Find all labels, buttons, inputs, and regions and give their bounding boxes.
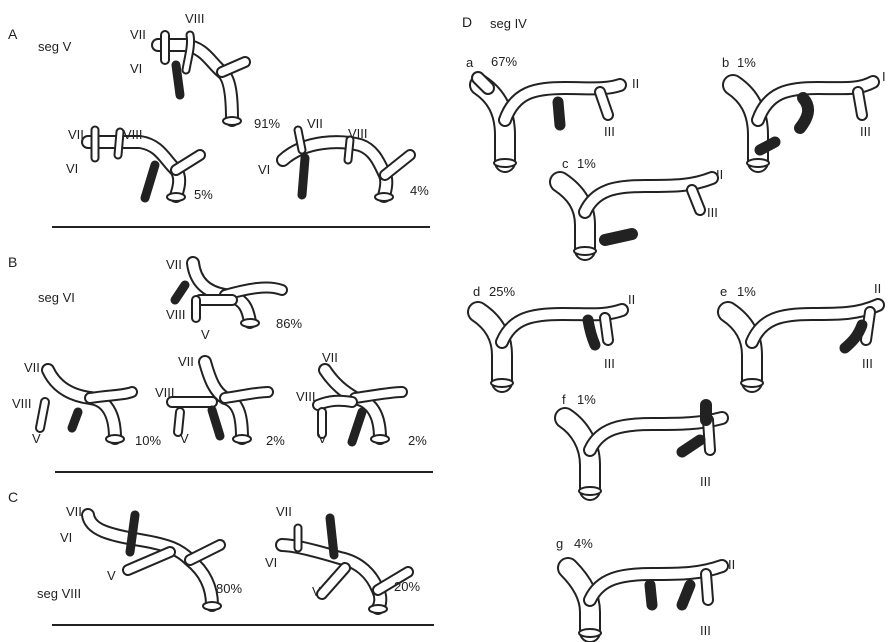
panel-a-letter: A	[8, 27, 17, 41]
d-g-iii: III	[700, 624, 711, 637]
divider-a	[52, 226, 430, 228]
panel-d-letter: D	[462, 15, 472, 29]
b2-vii: VII	[24, 361, 40, 374]
d-e-pct: 1%	[737, 285, 756, 298]
a1-vi: VI	[130, 62, 142, 75]
divider-c	[52, 624, 434, 626]
b2-v: V	[32, 432, 41, 445]
a3-viii: VIII	[348, 127, 368, 140]
a2-vii: VII	[68, 128, 84, 141]
d-e-iii: III	[862, 357, 873, 370]
c2-vi: VI	[265, 556, 277, 569]
d-f-letter: f	[562, 393, 566, 406]
panel-a-title: seg V	[38, 40, 71, 53]
seg-vi-variant-86	[175, 263, 282, 327]
seg-viii-variant-20	[282, 518, 408, 613]
c1-vi: VI	[60, 531, 72, 544]
seg-viii-variant-80	[88, 515, 221, 610]
b3-viii: VIII	[155, 386, 175, 399]
a2-vi: VI	[66, 162, 78, 175]
b1-pct: 86%	[276, 317, 302, 330]
c2-pct: 20%	[394, 580, 420, 593]
b3-v: V	[180, 432, 189, 445]
b2-viii: VIII	[12, 397, 32, 410]
a1-viii: VIII	[185, 12, 205, 25]
c2-vii: VII	[276, 505, 292, 518]
d-a-iii: III	[604, 125, 615, 138]
a2-pct: 5%	[194, 188, 213, 201]
seg-v-variant-4	[283, 130, 410, 201]
b1-v: V	[201, 328, 210, 341]
b4-vii: VII	[322, 351, 338, 364]
d-g-letter: g	[556, 537, 563, 550]
seg-iv-variant-f	[565, 405, 722, 495]
d-e-letter: e	[720, 285, 727, 298]
d-b-iii: III	[860, 125, 871, 138]
a3-pct: 4%	[410, 184, 429, 197]
panel-c-letter: C	[8, 490, 18, 504]
b3-vii: VII	[178, 355, 194, 368]
b4-v: V	[318, 432, 327, 445]
d-c-letter: c	[562, 157, 569, 170]
seg-vi-variant-2b	[318, 370, 402, 443]
d-c-ii: II	[716, 168, 723, 181]
a1-vii: VII	[130, 28, 146, 41]
c1-vii: VII	[66, 505, 82, 518]
d-a-pct: 67%	[491, 55, 517, 68]
a1-pct: 91%	[254, 117, 280, 130]
d-b-pct: 1%	[737, 56, 756, 69]
d-f-iii: III	[700, 475, 711, 488]
seg-v-variant-5	[88, 130, 200, 201]
b2-pct: 10%	[135, 434, 161, 447]
d-f-pct: 1%	[577, 393, 596, 406]
d-a-ii: II	[632, 77, 639, 90]
b4-viii: VIII	[296, 390, 316, 403]
seg-iv-variant-a	[478, 78, 620, 167]
panel-d-title: seg IV	[490, 17, 527, 30]
divider-b	[55, 471, 433, 473]
a2-viii: VIII	[123, 128, 143, 141]
d-d-letter: d	[473, 285, 480, 298]
seg-iv-variant-g	[568, 566, 722, 637]
a3-vii: VII	[307, 117, 323, 130]
panel-c-title: seg VIII	[37, 587, 81, 600]
d-g-pct: 4%	[574, 537, 593, 550]
d-d-ii: II	[628, 293, 635, 306]
d-b-letter: b	[722, 56, 729, 69]
b3-pct: 2%	[266, 434, 285, 447]
b1-vii: VII	[166, 258, 182, 271]
d-c-pct: 1%	[577, 157, 596, 170]
c1-v: V	[107, 569, 116, 582]
seg-iv-variant-d	[478, 310, 622, 387]
seg-v-variant-91	[158, 35, 245, 125]
seg-vi-variant-10	[40, 370, 132, 443]
d-g-ii: II	[728, 558, 735, 571]
c2-v: V	[312, 585, 321, 598]
d-e-ii: II	[874, 282, 881, 295]
a3-vi: VI	[258, 163, 270, 176]
seg-iv-variant-e	[728, 305, 878, 387]
d-b-i: I	[882, 70, 886, 83]
b1-viii: VIII	[166, 308, 186, 321]
d-d-iii: III	[604, 357, 615, 370]
seg-iv-variant-b	[733, 82, 873, 167]
panel-b-letter: B	[8, 255, 17, 269]
b4-pct: 2%	[408, 434, 427, 447]
c1-pct: 80%	[216, 582, 242, 595]
d-c-iii: III	[707, 206, 718, 219]
d-d-pct: 25%	[489, 285, 515, 298]
d-a-letter: a	[466, 56, 473, 69]
panel-b-title: seg VI	[38, 291, 75, 304]
seg-iv-variant-c	[560, 178, 712, 255]
